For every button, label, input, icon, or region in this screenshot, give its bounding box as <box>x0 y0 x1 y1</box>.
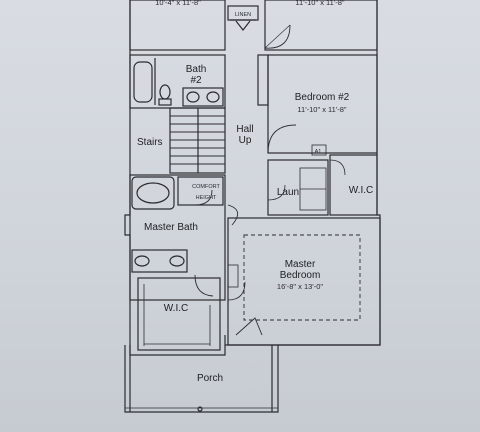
bedroom2-label: Bedroom #2 <box>294 92 350 103</box>
master-wic-room <box>137 277 221 351</box>
comfort-height-toilet-room <box>177 176 224 206</box>
stairs-label: Stairs <box>137 137 163 148</box>
porch-label: Porch <box>196 373 224 384</box>
laundry-room <box>267 159 329 216</box>
hall-label: Hall <box>236 124 254 135</box>
master-bedroom-dimensions: 16'-8" x 13'-0" <box>276 282 324 291</box>
laundry-label: Laun <box>276 187 300 198</box>
linen-label: LINEN <box>234 12 252 18</box>
master-bedroom-bed-outline <box>243 234 361 321</box>
top-left-room-dimensions: 10'-4" x 11'-8" <box>155 0 201 7</box>
master-bath-room <box>129 174 226 301</box>
wic-bottom-label: W.I.C <box>163 303 189 314</box>
bedroom2-dimensions: 11'-10" x 11'-8" <box>297 105 347 114</box>
toilet <box>159 84 171 100</box>
bath2-sink <box>182 87 224 107</box>
a1-label: A1 <box>314 149 322 155</box>
bath2-label: Bath <box>185 64 207 75</box>
master-vanity <box>131 249 188 273</box>
master-bedroom-label: Master <box>284 259 316 270</box>
wic-right-label: W.I.C <box>348 185 374 196</box>
bathtub <box>133 61 153 103</box>
master-bedroom-label-2: Bedroom <box>279 270 321 281</box>
comfort-height-label: COMFORT HEIGHT <box>192 184 220 201</box>
exterior-wall-upper <box>124 0 226 356</box>
up-label: Up <box>238 135 252 146</box>
top-right-room-dimensions: 11'-10" x 11'-8" <box>295 0 345 7</box>
bath2-number: #2 <box>190 75 202 86</box>
master-bath-label: Master Bath <box>144 222 198 233</box>
bath2-room <box>129 54 226 109</box>
porch-outline <box>124 345 279 413</box>
master-tub <box>131 176 175 210</box>
wic-right-room <box>329 154 378 216</box>
